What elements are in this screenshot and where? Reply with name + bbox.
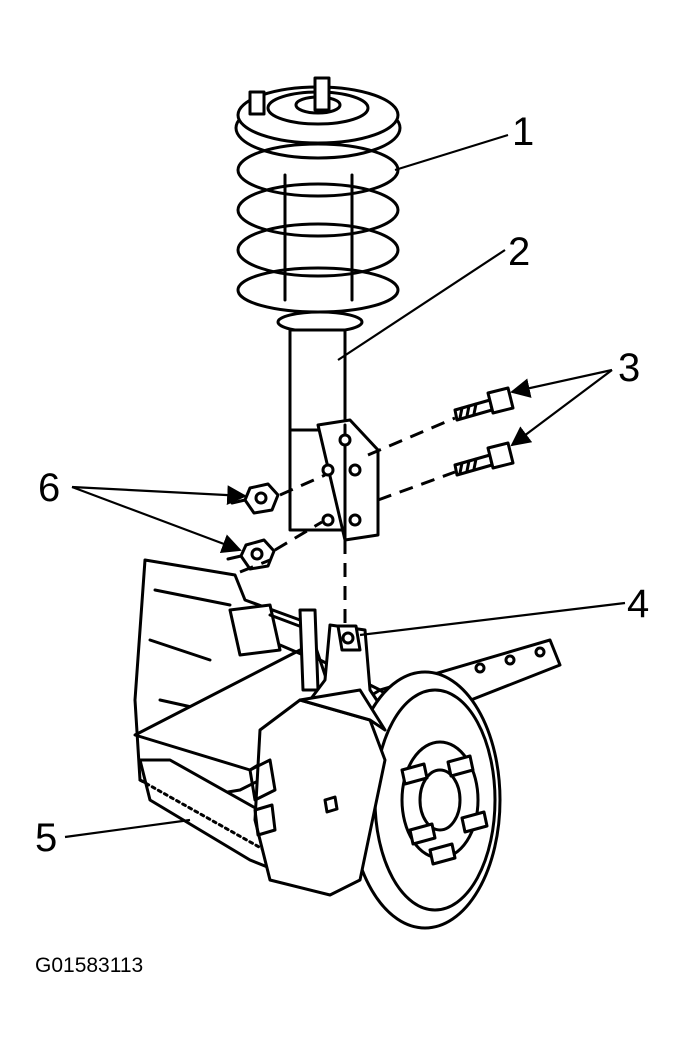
stabilizer-bar: [228, 603, 332, 692]
strut-nuts: [226, 482, 280, 571]
figure-id: G01583113: [35, 954, 144, 977]
leader-lines: [64, 133, 626, 839]
callout-6: 6: [38, 466, 61, 510]
callout-2: 2: [508, 230, 531, 274]
assembly-lines: [239, 416, 456, 625]
strut-bolts: [453, 386, 515, 477]
callout-1: 1: [512, 110, 535, 154]
callout-3: 3: [618, 346, 641, 390]
callout-5: 5: [35, 816, 58, 860]
brake-caliper: [248, 688, 387, 897]
callout-4: 4: [627, 582, 650, 626]
strut-assembly: [234, 76, 402, 542]
